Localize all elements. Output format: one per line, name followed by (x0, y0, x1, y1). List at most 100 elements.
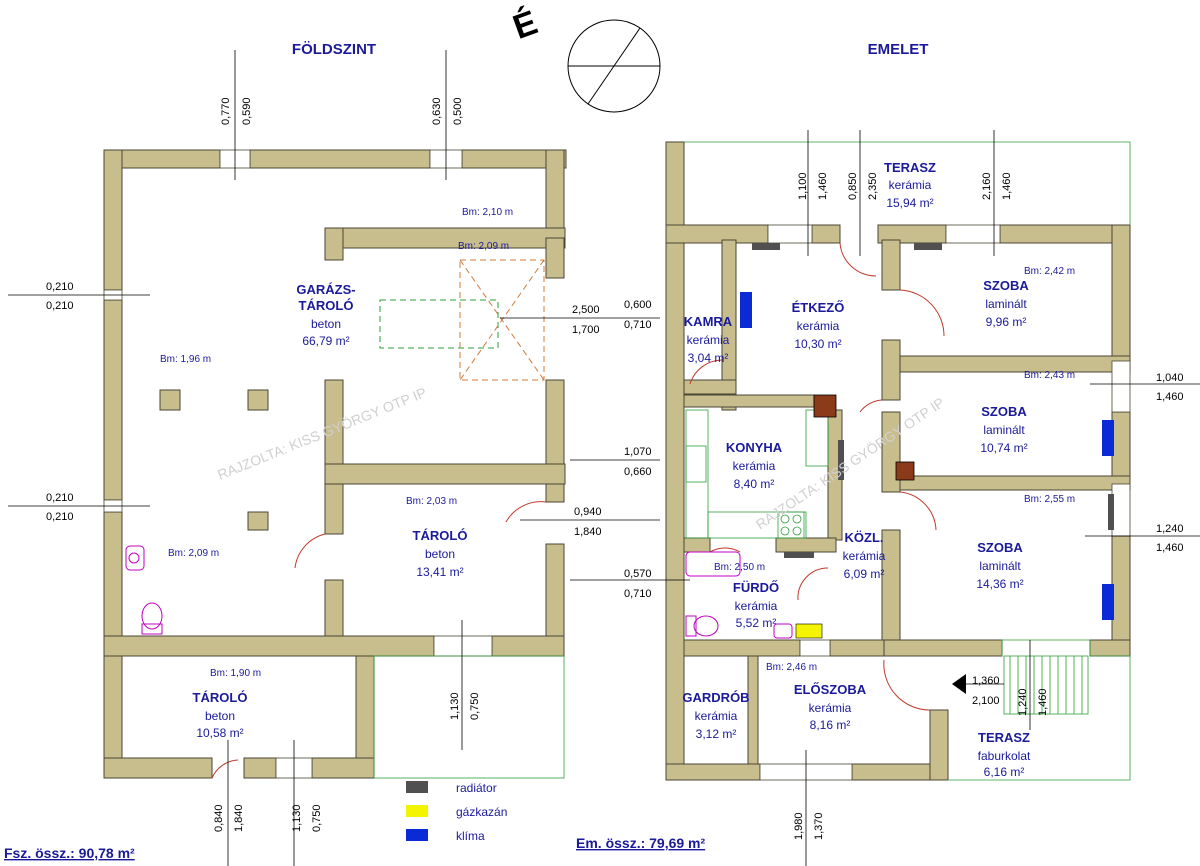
legend-radiator-label: radiátor (456, 781, 497, 795)
svg-text:Bm: 2,03 m: Bm: 2,03 m (406, 496, 457, 507)
svg-text:kerámia: kerámia (889, 178, 932, 192)
room-etkezo: ÉTKEZŐ kerámia 10,30 m² (792, 300, 845, 351)
svg-text:14,36 m²: 14,36 m² (976, 577, 1023, 591)
svg-text:0,710: 0,710 (624, 588, 652, 600)
svg-text:0,940: 0,940 (574, 506, 602, 518)
ground-floor-doors (211, 501, 547, 779)
room-szoba-3: SZOBA laminált 14,36 m² (976, 540, 1023, 591)
dimension-lines (8, 50, 1200, 866)
svg-text:1,840: 1,840 (233, 804, 245, 832)
svg-text:Bm: 2,42 m: Bm: 2,42 m (1024, 266, 1075, 277)
svg-text:FÜRDŐ: FÜRDŐ (733, 580, 779, 595)
svg-text:0,210: 0,210 (46, 511, 74, 523)
svg-text:laminált: laminált (985, 297, 1027, 311)
svg-text:1,460: 1,460 (1001, 172, 1013, 200)
svg-text:1,040: 1,040 (1156, 372, 1184, 384)
svg-text:10,74 m²: 10,74 m² (980, 441, 1027, 455)
ground-total-area: Fsz. össz.: 90,78 m² (4, 845, 135, 861)
svg-text:0,590: 0,590 (241, 97, 253, 125)
svg-text:3,12 m²: 3,12 m² (696, 727, 737, 741)
svg-text:0,750: 0,750 (311, 804, 323, 832)
svg-text:8,16 m²: 8,16 m² (810, 718, 851, 732)
svg-text:13,41 m²: 13,41 m² (416, 565, 463, 579)
ground-floor-heading: FÖLDSZINT (292, 41, 376, 58)
svg-text:10,30 m²: 10,30 m² (794, 337, 841, 351)
svg-text:KAMRA: KAMRA (684, 314, 733, 329)
svg-text:1,460: 1,460 (1156, 391, 1184, 403)
room-eloszoba: ELŐSZOBA kerámia 8,16 m² (794, 682, 867, 732)
svg-text:0,850: 0,850 (847, 172, 859, 200)
svg-text:TÁROLÓ: TÁROLÓ (193, 690, 248, 705)
svg-text:15,94 m²: 15,94 m² (886, 196, 933, 210)
ground-yard-outline (373, 655, 565, 779)
climate-unit-icons (740, 292, 1114, 620)
room-furdo: FÜRDŐ kerámia 5,52 m² (733, 580, 779, 630)
room-kamra: KAMRA kerámia 3,04 m² (684, 314, 733, 365)
svg-text:kerámia: kerámia (735, 599, 778, 613)
legend-climate-label: klíma (456, 829, 485, 843)
ground-sink-icon (125, 545, 145, 571)
svg-text:1,070: 1,070 (624, 446, 652, 458)
svg-text:Bm: 2,46 m: Bm: 2,46 m (766, 662, 817, 673)
svg-text:0,210: 0,210 (46, 300, 74, 312)
svg-text:faburkolat: faburkolat (978, 749, 1031, 763)
svg-text:KÖZL.: KÖZL. (845, 530, 884, 545)
svg-text:SZOBA: SZOBA (977, 540, 1023, 555)
svg-text:beton: beton (205, 709, 235, 723)
svg-text:Bm: 2,50 m: Bm: 2,50 m (714, 562, 765, 573)
svg-text:GARDRÓB: GARDRÓB (682, 690, 749, 705)
svg-text:TÁROLÓ: TÁROLÓ (299, 298, 354, 313)
bathtub-icon (685, 551, 741, 577)
svg-text:ELŐSZOBA: ELŐSZOBA (794, 682, 867, 697)
svg-text:2,500: 2,500 (572, 304, 600, 316)
svg-text:SZOBA: SZOBA (981, 404, 1027, 419)
svg-text:5,52 m²: 5,52 m² (736, 616, 777, 630)
radiator-icons (752, 243, 1114, 558)
svg-text:0,770: 0,770 (220, 97, 232, 125)
chimney-icon (813, 394, 837, 418)
svg-text:KONYHA: KONYHA (726, 440, 783, 455)
svg-text:kerámia: kerámia (843, 549, 886, 563)
svg-text:Bm: 1,96 m: Bm: 1,96 m (160, 354, 211, 365)
stairs-icon (1003, 655, 1089, 715)
svg-text:0,630: 0,630 (431, 97, 443, 125)
svg-text:laminált: laminált (979, 559, 1021, 573)
room-szoba-1: SZOBA laminált 9,96 m² (983, 278, 1029, 329)
svg-text:10,58 m²: 10,58 m² (196, 726, 243, 740)
kitchen-counter (685, 409, 829, 539)
svg-text:TÁROLÓ: TÁROLÓ (413, 528, 468, 543)
svg-text:0,500: 0,500 (452, 97, 464, 125)
svg-text:kerámia: kerámia (797, 319, 840, 333)
svg-text:TERASZ: TERASZ (884, 160, 936, 175)
svg-text:ÉTKEZŐ: ÉTKEZŐ (792, 300, 845, 315)
room-szoba-2: SZOBA laminált 10,74 m² (980, 404, 1027, 455)
svg-text:beton: beton (425, 547, 455, 561)
svg-text:1,130: 1,130 (449, 692, 461, 720)
svg-text:2,350: 2,350 (867, 172, 879, 200)
svg-text:0,710: 0,710 (624, 319, 652, 331)
svg-text:Bm: 2,43 m: Bm: 2,43 m (1024, 370, 1075, 381)
svg-text:0,840: 0,840 (213, 804, 225, 832)
room-tarolo-2: TÁROLÓ beton 10,58 m² (193, 690, 248, 740)
svg-text:0,660: 0,660 (624, 466, 652, 478)
svg-text:1,100: 1,100 (797, 172, 809, 200)
svg-text:0,600: 0,600 (624, 299, 652, 311)
svg-text:kerámia: kerámia (687, 333, 730, 347)
legend-boiler-label: gázkazán (456, 805, 507, 819)
garage-skylight (379, 259, 545, 381)
svg-text:É: É (508, 3, 542, 46)
legend: radiátor gázkazán klíma (406, 781, 507, 843)
room-terasz-1: TERASZ kerámia 15,94 m² (884, 160, 936, 210)
upper-floor-doors (689, 242, 945, 711)
svg-text:1,240: 1,240 (1156, 523, 1184, 535)
svg-text:1,460: 1,460 (1156, 542, 1184, 554)
entry-arrow-icon (952, 674, 966, 694)
ceiling-height-labels: Bm: 2,10 m Bm: 2,09 m Bm: 1,96 m Bm: 2,0… (160, 207, 1075, 679)
svg-text:TERASZ: TERASZ (978, 730, 1030, 745)
ground-floor-walls (103, 149, 567, 779)
room-tarolo-1: TÁROLÓ beton 13,41 m² (413, 528, 468, 579)
svg-text:GARÁZS-: GARÁZS- (296, 282, 355, 297)
svg-text:kerámia: kerámia (695, 709, 738, 723)
svg-text:8,40 m²: 8,40 m² (734, 477, 775, 491)
svg-text:beton: beton (311, 317, 341, 331)
